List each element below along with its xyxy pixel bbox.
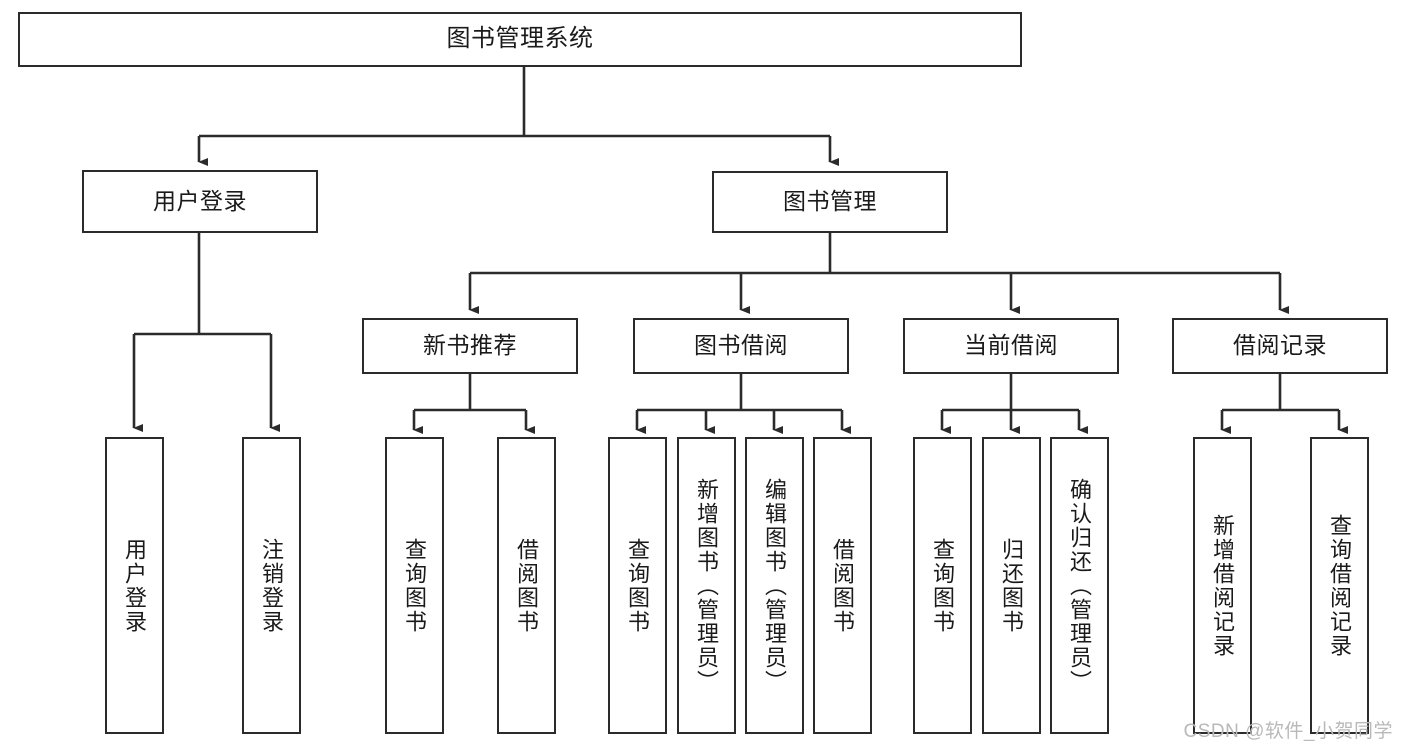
leaf-user-login-login[interactable]: 用户登录 bbox=[105, 437, 164, 734]
node-book-borrowing[interactable]: 图书借阅 bbox=[633, 318, 849, 374]
leaf-label: 借阅图书 bbox=[830, 537, 856, 634]
leaf-book-borrow-query-books[interactable]: 查询图书 bbox=[608, 437, 667, 734]
leaf-label: 注销登录 bbox=[259, 537, 285, 634]
leaf-book-borrow-edit-book-admin[interactable]: 编辑图书（管理员） bbox=[745, 437, 804, 734]
leaf-label: 新增借阅记录 bbox=[1210, 513, 1236, 658]
leaf-label: 查询图书 bbox=[402, 537, 428, 634]
node-root-book-management-system[interactable]: 图书管理系统 bbox=[18, 12, 1022, 67]
leaf-borrow-record-query-record[interactable]: 查询借阅记录 bbox=[1310, 437, 1369, 734]
leaf-new-book-borrow-books[interactable]: 借阅图书 bbox=[497, 437, 556, 734]
node-new-book-recommendation[interactable]: 新书推荐 bbox=[362, 318, 578, 374]
leaf-label: 新增图书（管理员） bbox=[694, 477, 720, 694]
node-user-login[interactable]: 用户登录 bbox=[82, 170, 318, 233]
leaf-book-borrow-borrow-books[interactable]: 借阅图书 bbox=[813, 437, 872, 734]
leaf-label: 确认归还（管理员） bbox=[1067, 477, 1093, 694]
leaf-current-borrow-query-books[interactable]: 查询图书 bbox=[913, 437, 972, 734]
node-book-management[interactable]: 图书管理 bbox=[712, 171, 948, 233]
leaf-current-borrow-return-books[interactable]: 归还图书 bbox=[982, 437, 1041, 734]
leaf-label: 用户登录 bbox=[122, 537, 148, 634]
leaf-user-login-logout[interactable]: 注销登录 bbox=[242, 437, 301, 734]
leaf-label: 查询图书 bbox=[930, 537, 956, 634]
csdn-watermark: CSDN @软件_小贺同学 bbox=[1183, 721, 1393, 742]
leaf-label: 归还图书 bbox=[999, 537, 1025, 634]
node-borrowing-record[interactable]: 借阅记录 bbox=[1172, 318, 1388, 374]
leaf-label: 查询图书 bbox=[625, 537, 651, 634]
leaf-book-borrow-add-book-admin[interactable]: 新增图书（管理员） bbox=[677, 437, 736, 734]
leaf-new-book-query-books[interactable]: 查询图书 bbox=[385, 437, 444, 734]
leaf-label: 查询借阅记录 bbox=[1327, 513, 1353, 658]
leaf-current-borrow-confirm-return-admin[interactable]: 确认归还（管理员） bbox=[1050, 437, 1109, 734]
leaf-label: 借阅图书 bbox=[514, 537, 540, 634]
leaf-label: 编辑图书（管理员） bbox=[762, 477, 788, 694]
node-current-borrowing[interactable]: 当前借阅 bbox=[903, 318, 1119, 374]
leaf-borrow-record-add-record[interactable]: 新增借阅记录 bbox=[1193, 437, 1252, 734]
